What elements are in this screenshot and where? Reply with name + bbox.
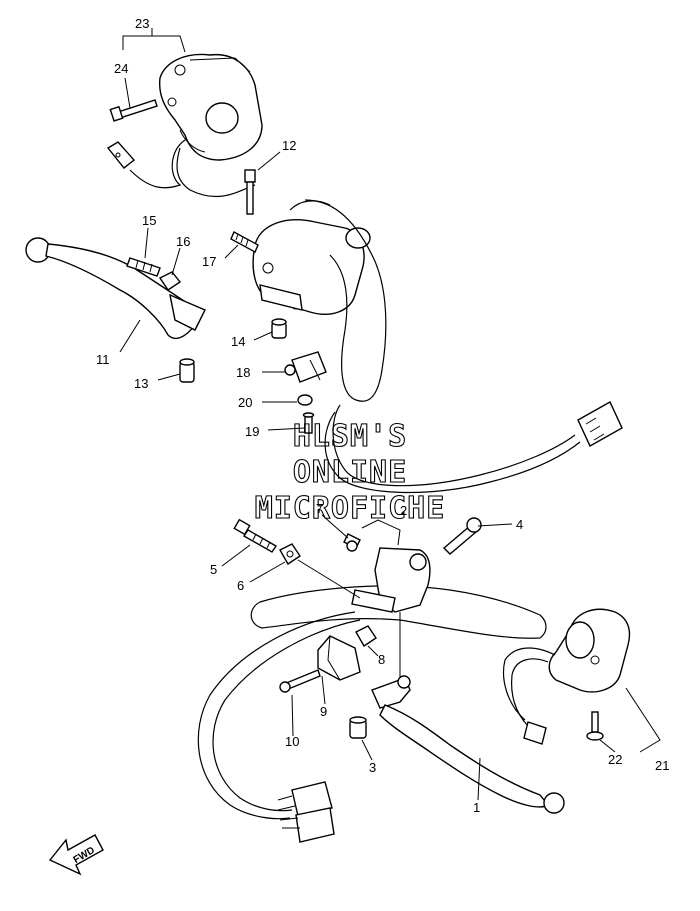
screw-22	[586, 711, 604, 741]
label-3: 3	[369, 760, 376, 775]
watermark-line-3: MICROFICHE	[255, 491, 446, 526]
label-17: 17	[202, 254, 216, 269]
wire-connector-right	[523, 721, 547, 745]
label-23: 23	[135, 16, 149, 31]
wire-connector-bottom	[277, 781, 335, 843]
label-12: 12	[282, 138, 296, 153]
label-24: 24	[114, 61, 128, 76]
label-22: 22	[608, 752, 622, 767]
label-19: 19	[245, 424, 259, 439]
label-16: 16	[176, 234, 190, 249]
bolt-4	[442, 517, 482, 555]
label-8: 8	[378, 652, 385, 667]
label-7: 7	[316, 501, 323, 516]
label-18: 18	[236, 365, 250, 380]
nut-16	[158, 271, 182, 291]
screw-10	[279, 669, 321, 693]
washer-20	[297, 394, 313, 406]
bolt-12	[244, 169, 256, 215]
forward-direction-arrow: FWD	[48, 834, 104, 876]
screw-24	[109, 99, 158, 122]
clutch-switch-9	[317, 635, 361, 681]
nut-6	[279, 543, 301, 565]
label-4: 4	[516, 517, 523, 532]
collar-3	[349, 716, 367, 739]
wire-connector-top	[577, 401, 623, 447]
collar-13	[179, 358, 195, 383]
label-9: 9	[320, 704, 327, 719]
bolt-5	[233, 518, 277, 553]
label-10: 10	[285, 734, 299, 749]
label-5: 5	[210, 562, 217, 577]
bolt-15	[126, 257, 161, 277]
bolt-7	[343, 533, 361, 552]
label-6: 6	[237, 578, 244, 593]
clutch-lever-holder-2	[351, 547, 431, 613]
label-21: 21	[655, 758, 669, 773]
label-15: 15	[142, 213, 156, 228]
label-14: 14	[231, 334, 245, 349]
leader-lines	[119, 28, 661, 801]
clutch-lever-holder	[252, 219, 371, 315]
nut-8	[355, 625, 377, 647]
watermark-line-1: HLSM'S	[293, 419, 407, 454]
screw-17	[230, 231, 259, 253]
clutch-lever-1	[371, 675, 565, 814]
left-handlebar-switch	[158, 53, 263, 161]
label-2: 2	[400, 503, 407, 518]
bullet-connector	[106, 141, 136, 169]
label-11: 11	[96, 352, 110, 367]
screw-19	[302, 412, 315, 434]
collar-14	[271, 318, 287, 339]
label-1: 1	[473, 800, 480, 815]
brake-switch-18	[284, 351, 327, 383]
watermark-line-2: ONLINE	[293, 455, 407, 490]
label-20: 20	[238, 395, 252, 410]
watermark: HLSM'S ONLINE MICROFICHE	[254, 418, 446, 526]
right-handlebar-switch	[548, 608, 631, 693]
label-13: 13	[134, 376, 148, 391]
